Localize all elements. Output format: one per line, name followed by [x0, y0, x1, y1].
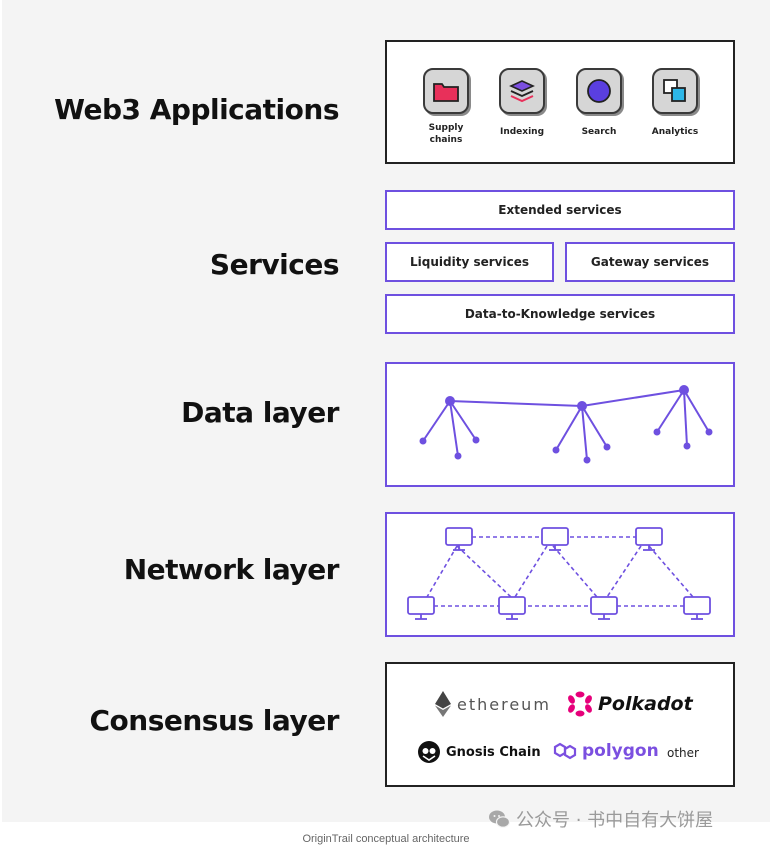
- app-label-indexing: Indexing: [499, 127, 545, 137]
- liquidity-services-box: Liquidity services: [385, 242, 554, 282]
- ethereum-icon: [435, 691, 451, 717]
- services-layer-label: Services: [209, 248, 340, 281]
- folder-icon: [423, 68, 469, 114]
- ethereum-wordmark: ethereum: [457, 694, 551, 714]
- circle-icon: [576, 68, 622, 114]
- data-layer-label: Data layer: [181, 396, 339, 429]
- app-analytics: Analytics: [640, 68, 710, 138]
- knowledge-graph-icon: [419, 385, 713, 464]
- wechat-icon: [489, 810, 510, 828]
- polkadot-logo: Polkadot: [567, 691, 693, 717]
- extended-services-box: Extended services: [385, 190, 735, 230]
- app-indexing: Indexing: [487, 68, 557, 138]
- consensus-layer-label: Consensus layer: [89, 704, 339, 737]
- app-search: Search: [564, 68, 634, 138]
- polygon-icon: [553, 742, 577, 760]
- polygon-wordmark: polygon: [582, 741, 659, 761]
- squares-icon: [652, 68, 698, 114]
- consensus-layer-box: ethereum Polkadot Gnosis Chain: [385, 662, 735, 787]
- polkadot-wordmark: Polkadot: [598, 693, 693, 715]
- data-to-knowledge-services-box: Data-to-Knowledge services: [385, 294, 735, 334]
- applications-layer-label: Web3 Applications: [54, 93, 339, 126]
- watermark: 公众号 · 书中自有大饼屋: [488, 806, 713, 832]
- figure-caption: OriginTrail conceptual architecture: [302, 833, 470, 845]
- other-label: other: [667, 746, 699, 760]
- polkadot-icon: [568, 691, 592, 717]
- app-label-supply-chains: Supply chains: [428, 123, 464, 145]
- network-layer-label: Network layer: [123, 553, 340, 586]
- ethereum-logo: ethereum: [435, 691, 551, 717]
- applications-box: Supply chains Indexing Search Analytics: [385, 40, 735, 164]
- app-supply-chains: Supply chains: [411, 68, 481, 146]
- watermark-text: 公众号 · 书中自有大饼屋: [516, 810, 714, 831]
- gateway-services-box: Gateway services: [565, 242, 735, 282]
- data-layer-box: [385, 362, 735, 487]
- gnosis-chain-logo: Gnosis Chain: [417, 740, 541, 764]
- app-label-analytics: Analytics: [651, 127, 699, 137]
- network-nodes-icon: [407, 527, 711, 620]
- stack-icon: [499, 68, 545, 114]
- gnosis-owl-icon: [418, 741, 440, 763]
- app-label-search: Search: [581, 127, 617, 137]
- polygon-logo: polygon: [552, 740, 659, 762]
- gnosis-chain-wordmark: Gnosis Chain: [446, 744, 541, 760]
- network-layer-box: [385, 512, 735, 637]
